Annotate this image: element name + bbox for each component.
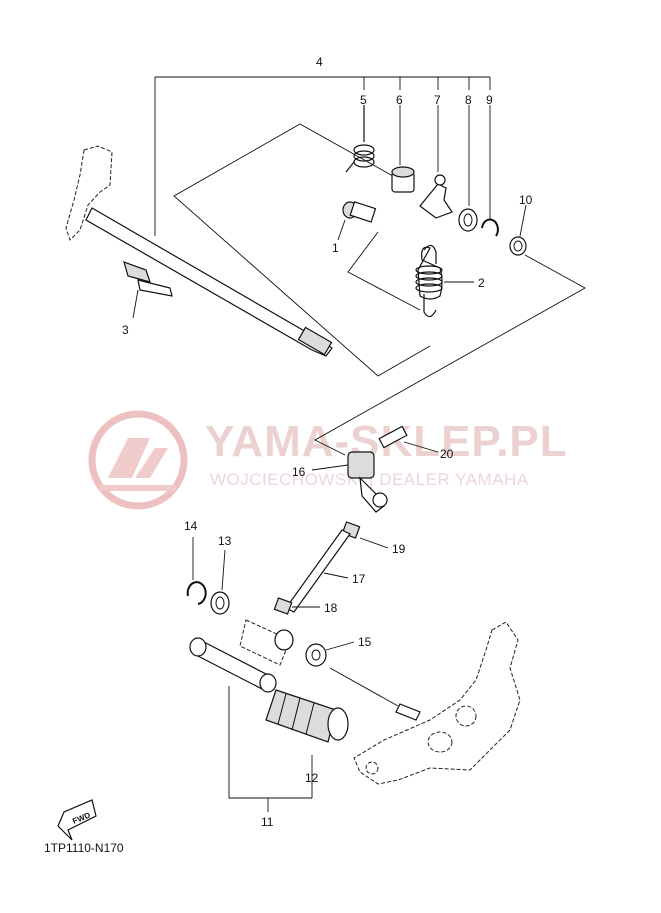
callout-1: 1 (332, 241, 339, 255)
part-3-bolt (123, 261, 173, 319)
part-12-rubber (265, 689, 349, 798)
fwd-arrow-icon: FWD (57, 799, 97, 841)
part-7-plate (419, 105, 453, 219)
part-6-collar (391, 105, 415, 193)
callout-16: 16 (292, 465, 306, 479)
callout-11: 11 (261, 815, 274, 829)
part-9-circlip (481, 105, 499, 237)
part-15-washer (305, 641, 355, 667)
callout-labels: 4 5 6 7 8 9 10 1 2 3 20 16 14 13 19 17 1… (122, 55, 533, 829)
callout-2: 2 (478, 276, 485, 290)
part-16-link (311, 451, 388, 513)
callout-19: 19 (392, 542, 406, 556)
callout-8: 8 (465, 93, 472, 107)
part-2-spring (415, 244, 474, 318)
callout-20: 20 (440, 447, 454, 461)
group-bracket-11 (228, 686, 312, 812)
callout-15: 15 (358, 635, 372, 649)
callout-10: 10 (519, 193, 533, 207)
callout-9: 9 (486, 93, 493, 107)
part-20-bolt (378, 425, 439, 453)
group-bracket-4 (154, 76, 491, 236)
callout-13: 13 (218, 534, 232, 548)
part-8-washer (458, 105, 478, 232)
shaft-spline-end (297, 326, 333, 356)
engine-case-outline (329, 621, 521, 785)
callout-7: 7 (434, 93, 441, 107)
part-18-nut (273, 597, 320, 615)
part-10-washer (509, 204, 527, 256)
assembly-outline (173, 123, 586, 456)
diagram-code: 1TP1110-N170 (44, 841, 124, 855)
part-13-washer (210, 549, 230, 615)
watermark: YAMA-SKLEP.PL WOJCIECHOWSKI | DEALER YAM… (88, 410, 567, 510)
callout-3: 3 (122, 323, 129, 337)
part-5-spring (345, 105, 375, 173)
callout-6: 6 (396, 93, 403, 107)
part-14-circlip (186, 537, 207, 605)
callout-5: 5 (360, 93, 367, 107)
callout-4: 4 (316, 55, 323, 69)
part-1-bolt (337, 201, 377, 241)
watermark-logo (88, 410, 188, 510)
shift-shaft (65, 145, 333, 357)
part-17-rod (285, 529, 351, 613)
watermark-subtitle: WOJCIECHOWSKI | DEALER YAMAHA (210, 470, 529, 489)
callout-17: 17 (352, 572, 366, 586)
part-11-pedal (189, 619, 294, 693)
callout-14: 14 (184, 519, 198, 533)
callout-18: 18 (324, 601, 338, 615)
callout-12: 12 (305, 771, 319, 785)
